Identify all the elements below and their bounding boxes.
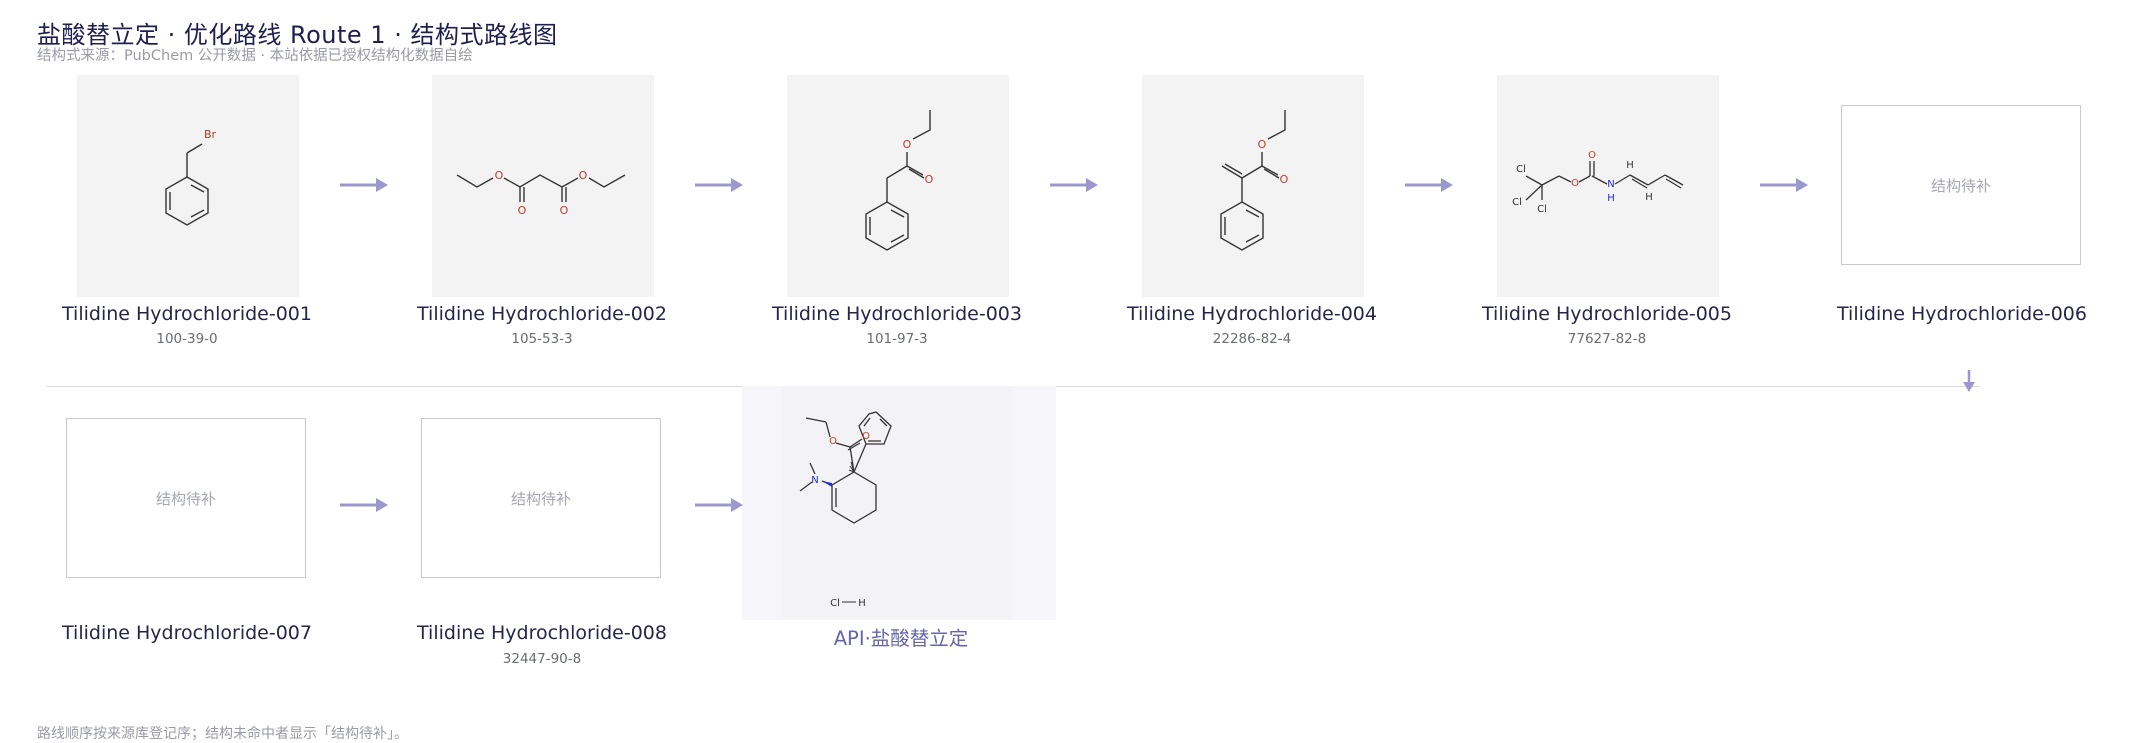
right-arrow-icon [1048, 175, 1100, 195]
structure-thumbnail: Br [77, 75, 299, 297]
route-node-004[interactable]: O O Tilidine Hydrochloride-004 22286-82-… [1102, 75, 1402, 375]
atom-label: Cl [1516, 164, 1526, 175]
right-arrow-icon [338, 175, 390, 195]
intermediate-name: Tilidine Hydrochloride-004 [1102, 303, 1402, 325]
intermediate-name: Tilidine Hydrochloride-006 [1812, 303, 2112, 325]
atom-label: N [811, 475, 818, 486]
atom-label: H [858, 598, 866, 609]
footer-note: 路线顺序按来源库登记序；结构未命中者显示「结构待补」。 [37, 723, 408, 743]
right-arrow-icon [693, 495, 745, 515]
route-node-008[interactable]: 结构待补 Tilidine Hydrochloride-008 32447-90… [392, 388, 692, 688]
structure-thumbnail: O O N Cl H [782, 386, 1012, 618]
structure-thumbnail: Cl Cl Cl O O N H H H [1497, 75, 1719, 297]
atom-label: O [1258, 138, 1267, 151]
route-node-006[interactable]: 结构待补 Tilidine Hydrochloride-006 [1812, 75, 2112, 375]
route-node-001[interactable]: Br Tilidine Hydrochloride-001 100-39-0 [37, 75, 337, 375]
atom-label: Cl [1537, 204, 1547, 215]
atom-label: O [1588, 150, 1596, 161]
atom-label: O [925, 173, 934, 186]
cas-number: 77627-82-8 [1457, 331, 1757, 347]
right-arrow-icon [1758, 175, 1810, 195]
page-subtitle: 结构式来源：PubChem 公开数据 · 本站依据已授权结构化数据自绘 [37, 44, 473, 65]
structure-thumbnail: O O [1142, 75, 1364, 297]
atom-label: Cl [830, 598, 840, 609]
atom-label: O [1571, 178, 1579, 189]
route-node-api[interactable]: O O N Cl H API·盐酸替立定 [716, 388, 1086, 688]
structure-placeholder: 结构待补 [1841, 105, 2081, 265]
api-name: API·盐酸替立定 [716, 622, 1086, 651]
atom-label: H [1645, 192, 1653, 203]
cas-number: 22286-82-4 [1102, 331, 1402, 347]
cas-number: 100-39-0 [37, 331, 337, 347]
structure-trichloroethyl-butadienylcarbamate: Cl Cl Cl O O N H H H [1497, 75, 1719, 297]
atom-label: O [495, 169, 504, 182]
right-arrow-icon [338, 495, 390, 515]
atom-label: O [829, 436, 837, 447]
structure-placeholder: 结构待补 [66, 418, 306, 578]
intermediate-name: Tilidine Hydrochloride-003 [747, 303, 1047, 325]
cas-number: 32447-90-8 [392, 651, 692, 667]
structure-thumbnail: O O O O [432, 75, 654, 297]
atom-label: Br [204, 128, 217, 141]
structure-placeholder: 结构待补 [421, 418, 661, 578]
atom-label: O [1280, 173, 1289, 186]
route-row-1: Br Tilidine Hydrochloride-001 100-39-0 O [0, 75, 2132, 375]
route-node-002[interactable]: O O O O Tilidine Hydrochloride-002 105-5… [392, 75, 692, 375]
route-node-003[interactable]: O O Tilidine Hydrochloride-003 101-97-3 [747, 75, 1047, 375]
intermediate-name: Tilidine Hydrochloride-001 [37, 303, 337, 325]
intermediate-name: Tilidine Hydrochloride-007 [37, 622, 337, 644]
structure-tilidine-hydrochloride: O O N Cl H [782, 386, 1012, 618]
route-row-2: 结构待补 Tilidine Hydrochloride-007 结构待补 Til… [0, 388, 2132, 688]
placeholder-label: 结构待补 [156, 488, 216, 509]
atom-label: O [862, 431, 870, 442]
structure-ethyl-phenylacetate: O O [787, 75, 1009, 297]
structure-thumbnail: O O [787, 75, 1009, 297]
intermediate-name: Tilidine Hydrochloride-005 [1457, 303, 1757, 325]
route-node-005[interactable]: Cl Cl Cl O O N H H H Tilidine Hydrochlor… [1457, 75, 1757, 375]
atom-label: N [1607, 179, 1614, 190]
api-highlight: O O N Cl H [742, 386, 1056, 620]
atom-label: H [1607, 193, 1615, 204]
placeholder-label: 结构待补 [1931, 175, 1991, 196]
structure-benzyl-bromide: Br [77, 75, 299, 297]
atom-label: Cl [1512, 197, 1522, 208]
atom-label: H [1626, 160, 1634, 171]
atom-label: O [518, 204, 527, 217]
atom-label: O [579, 169, 588, 182]
structure-ethyl-atropate: O O [1142, 75, 1364, 297]
intermediate-name: Tilidine Hydrochloride-002 [392, 303, 692, 325]
structure-diethyl-malonate: O O O O [432, 75, 654, 297]
placeholder-label: 结构待补 [511, 488, 571, 509]
right-arrow-icon [693, 175, 745, 195]
cas-number: 101-97-3 [747, 331, 1047, 347]
cas-number: 105-53-3 [392, 331, 692, 347]
atom-label: O [560, 204, 569, 217]
intermediate-name: Tilidine Hydrochloride-008 [392, 622, 692, 644]
atom-label: O [903, 138, 912, 151]
route-node-007[interactable]: 结构待补 Tilidine Hydrochloride-007 [37, 388, 337, 688]
right-arrow-icon [1403, 175, 1455, 195]
